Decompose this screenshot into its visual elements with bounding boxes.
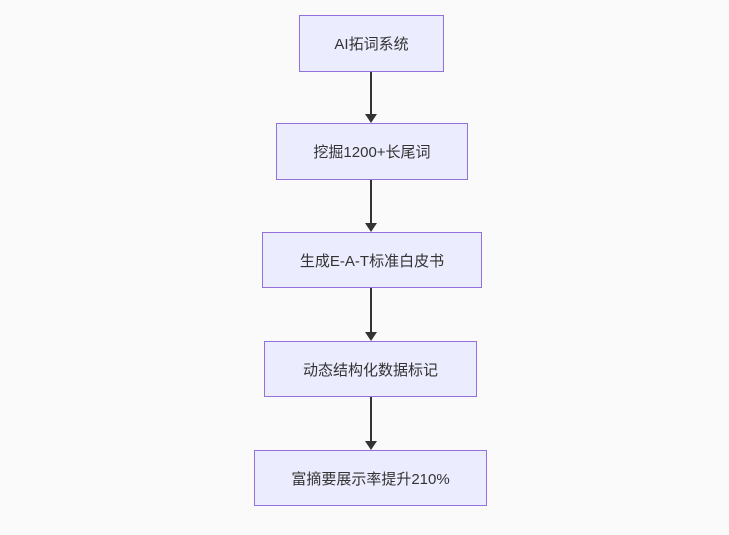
arrow-down-icon (365, 397, 377, 450)
flow-node-label: 富摘要展示率提升210% (291, 470, 450, 488)
flow-node-label: 动态结构化数据标记 (302, 361, 438, 379)
arrow-down-icon (365, 72, 377, 123)
arrow-down-icon (365, 288, 377, 341)
flow-node-longtail-mining: 挖掘1200+长尾词 (276, 123, 468, 180)
flow-node-rich-snippet-result: 富摘要展示率提升210% (254, 450, 487, 506)
flow-node-eat-whitepaper: 生成E-A-T标准白皮书 (262, 232, 482, 288)
arrow-down-icon (365, 180, 377, 232)
flow-node-ai-expansion-system: AI拓词系统 (299, 15, 444, 72)
flow-node-label: 生成E-A-T标准白皮书 (299, 252, 445, 270)
flow-node-structured-data-markup: 动态结构化数据标记 (264, 341, 477, 397)
flow-node-label: AI拓词系统 (334, 36, 409, 53)
flow-node-label: 挖掘1200+长尾词 (313, 144, 431, 161)
